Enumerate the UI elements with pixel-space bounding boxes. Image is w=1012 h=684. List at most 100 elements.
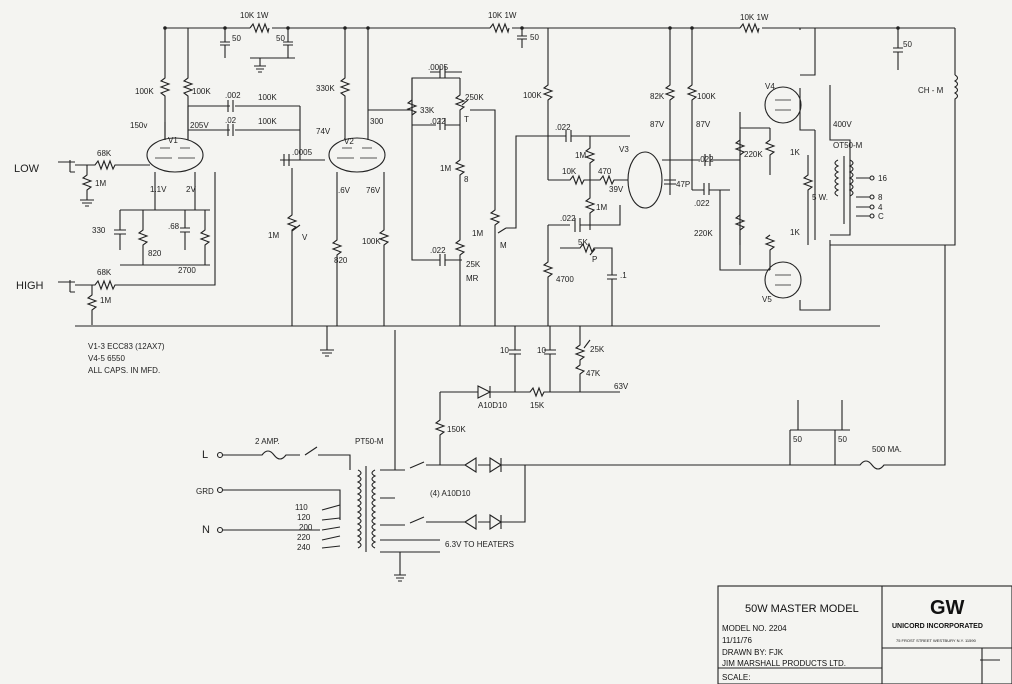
note-tubes1: V1-3 ECC83 (12AX7) [88,342,165,351]
label-v87a: 87V [650,120,665,129]
label-v150: 150v [130,121,147,130]
label-r100k-1: 100K [135,87,154,96]
label-c022b: .022 [430,246,446,255]
label-potP: P [592,255,597,264]
label-t8: 8 [878,193,883,202]
label-v74: 74V [316,127,331,136]
label-r33k: 33K [420,106,435,115]
label-r100k-8: 100K [362,237,381,246]
gw-logo: GW [930,597,965,619]
label-r100k-2: 100K [192,87,211,96]
label-r-top1: 10K 1W [240,11,269,20]
title-scale: SCALE: [722,673,750,682]
mains-L: L [202,449,208,461]
label-r100k-7: 100K [697,92,716,101]
label-tC: C [878,212,884,221]
label-heaters: 6.3V TO HEATERS [445,540,514,549]
label-v63: 63V [614,382,629,391]
title-drawn-by: DRAWN BY: FJK [722,648,784,657]
label-c022f: .022 [694,199,710,208]
label-r1k-a: 1K [790,148,800,157]
label-r10k: 10K [562,167,577,176]
label-c10a: 10 [500,346,509,355]
label-r4700: 4700 [556,275,574,284]
input-low: LOW [14,163,40,175]
label-c0005a: .0005 [292,148,313,157]
tap-120: 120 [297,513,311,522]
label-r5w: 5 W. [812,193,828,202]
label-r220k-a: 220K [744,150,763,159]
label-c022e: .022 [698,155,714,164]
label-potT: T [464,115,469,124]
tap-240: 240 [297,543,311,552]
label-r330k: 330K [316,84,335,93]
label-c02: .02 [225,116,237,125]
label-r82k: 82K [650,92,665,101]
title-company: JIM MARSHALL PRODUCTS LTD. [722,659,846,668]
label-v87b: 87V [696,120,711,129]
label-r68k-b: 68K [97,268,112,277]
label-r1m-c: 1M [596,203,607,212]
label-r-top3: 10K 1W [740,13,769,22]
label-c47p: 47P [676,180,690,189]
label-c022c: .022 [555,123,571,132]
label-r68k-a: 68K [97,149,112,158]
label-c022d: .022 [560,214,576,223]
v3-stage [542,28,740,326]
title-model-no: MODEL NO. 2204 [722,624,787,633]
tone-stack [406,66,560,326]
label-v300: 300 [370,117,384,126]
label-pot8: 8 [464,175,469,184]
label-r-top2: 10K 1W [488,11,517,20]
ground-bus [75,28,880,465]
label-pot25k: 25K [466,260,481,269]
title-model: 50W MASTER MODEL [745,603,859,615]
label-potMR: MR [466,274,479,283]
tap-220: 220 [297,533,311,542]
label-v4: V4 [765,82,775,91]
label-c50f: 50 [838,435,847,444]
label-r1m-m: 1M [472,229,483,238]
tap-200: 200 [299,523,313,532]
label-ot: OT50-M [833,141,863,150]
label-v2: V2 [344,137,354,146]
label-v2v: 2V [186,185,196,194]
label-r1m-a: 1M [440,164,451,173]
label-t16: 16 [878,174,887,183]
label-potM: M [500,241,507,250]
label-500ma: 500 MA. [872,445,902,454]
label-r470: 470 [598,167,612,176]
label-c50e: 50 [793,435,802,444]
label-c0005b: .0005 [428,63,449,72]
mains-N: N [202,524,210,536]
label-c50c: 50 [530,33,539,42]
unicord-name: UNICORD INCORPORATED [892,623,983,630]
label-diodes: (4) A10D10 [430,489,471,498]
power-supply [216,245,946,582]
label-c50b: 50 [276,34,285,43]
label-pot250k: 250K [465,93,484,102]
label-c50a: 50 [232,34,241,43]
label-r1m-d: 1M [95,179,106,188]
label-r100k-5: 100K [523,91,542,100]
v1-stage [58,28,300,325]
label-choke: CH - M [918,86,944,95]
mains-GRD: GRD [196,487,214,496]
label-v39: 39V [609,185,624,194]
label-v400: 400V [833,120,852,129]
label-dA: A10D10 [478,401,507,410]
label-pot25k-b: 25K [590,345,605,354]
label-r1m-v: 1M [268,231,279,240]
label-c50d: 50 [903,40,912,49]
label-pot5k: 5K [578,238,588,247]
label-c1: .1 [620,271,627,280]
label-r820b: 820 [334,256,348,265]
v2-stage [280,28,460,326]
label-c022a: .022 [430,117,446,126]
title-block: 50W MASTER MODEL MODEL NO. 2204 11/11/76… [717,585,1012,684]
label-r820a: 820 [148,249,162,258]
label-v76: 76V [366,186,381,195]
label-c002: .002 [225,91,241,100]
unicord-address: 75 FROST STREET WESTBURY N.Y. 11590 [896,638,977,643]
